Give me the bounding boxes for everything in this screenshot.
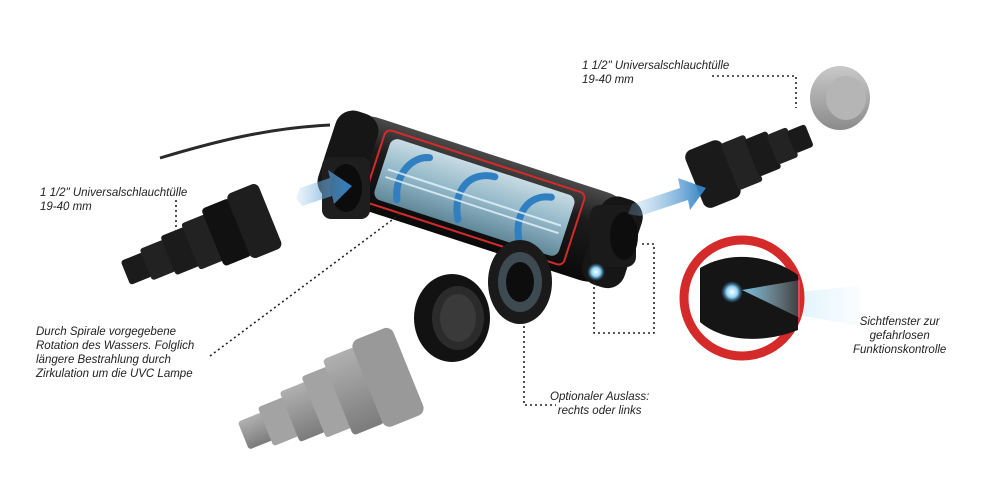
outlet-hose-tail-label-line2: 19-40 mm (582, 74, 634, 86)
outflow-arrow (628, 178, 706, 216)
sight-window-label-line3: Funktionskontrolle (853, 344, 947, 356)
leader-lines (175, 75, 797, 406)
inflow-arrow (296, 170, 352, 206)
sight-window-inset (679, 235, 860, 361)
inlet-hose-tail-label-line2: 19-40 mm (40, 201, 92, 213)
optional-outlet-label-line2: rechts oder links (557, 405, 642, 417)
optional-outlet-label: Optionaler Auslass: rechts oder links (550, 390, 649, 418)
inlet-hose-tail-label: 1 1/2" Universalschlauchtülle 19-40 mm (40, 186, 187, 214)
sight-window-label: Sichtfenster zur gefahrlosen Funktionsko… (853, 315, 946, 357)
spiral-flow-arrows (393, 154, 555, 243)
outlet-port (590, 205, 638, 267)
spiral-rotation-label-line3: längere Bestrahlung durch (36, 354, 171, 366)
spiral-rotation-label-line2: Rotation des Wassers. Folglich (36, 340, 195, 352)
power-cable (159, 123, 331, 160)
spiral-rotation-label-line4: Zirkulation um die UVC Lampe (36, 368, 193, 380)
spiral-rotation-label: Durch Spirale vorgegebene Rotation des W… (36, 325, 194, 381)
inlet-hose-tail-label-line1: 1 1/2" Universalschlauchtülle (40, 187, 188, 199)
outlet-hose-tail-label: 1 1/2" Universalschlauchtülle 19-40 mm (582, 59, 729, 87)
optional-outlet-label-line1: Optionaler Auslass: (550, 391, 650, 403)
sight-window-led (587, 263, 605, 281)
outlet-hose-tail-label-line1: 1 1/2" Universalschlauchtülle (582, 60, 730, 72)
sight-window-label-line2: gefahrlosen (869, 330, 930, 342)
hose-tail-ghost (238, 327, 424, 449)
sealing-cap (414, 274, 490, 362)
outlet-hose-tail (685, 124, 813, 208)
inlet-hose-tail (121, 184, 282, 285)
optional-outlet-port (488, 240, 552, 324)
end-cap-grey (810, 66, 870, 130)
spiral-rotation-label-line1: Durch Spirale vorgegebene (36, 326, 177, 338)
sight-window-label-line1: Sichtfenster zur (859, 316, 940, 328)
